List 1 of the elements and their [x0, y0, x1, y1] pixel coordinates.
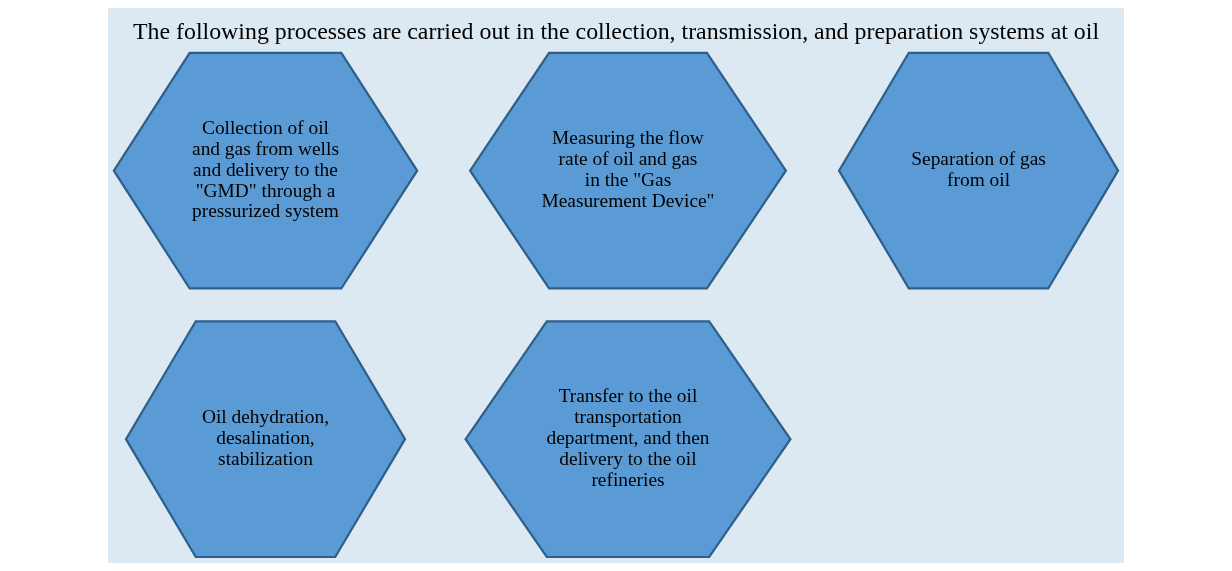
diagram-title: The following processes are carried out in the collection, transmission, and preparation systems at oil: [132, 18, 1100, 45]
